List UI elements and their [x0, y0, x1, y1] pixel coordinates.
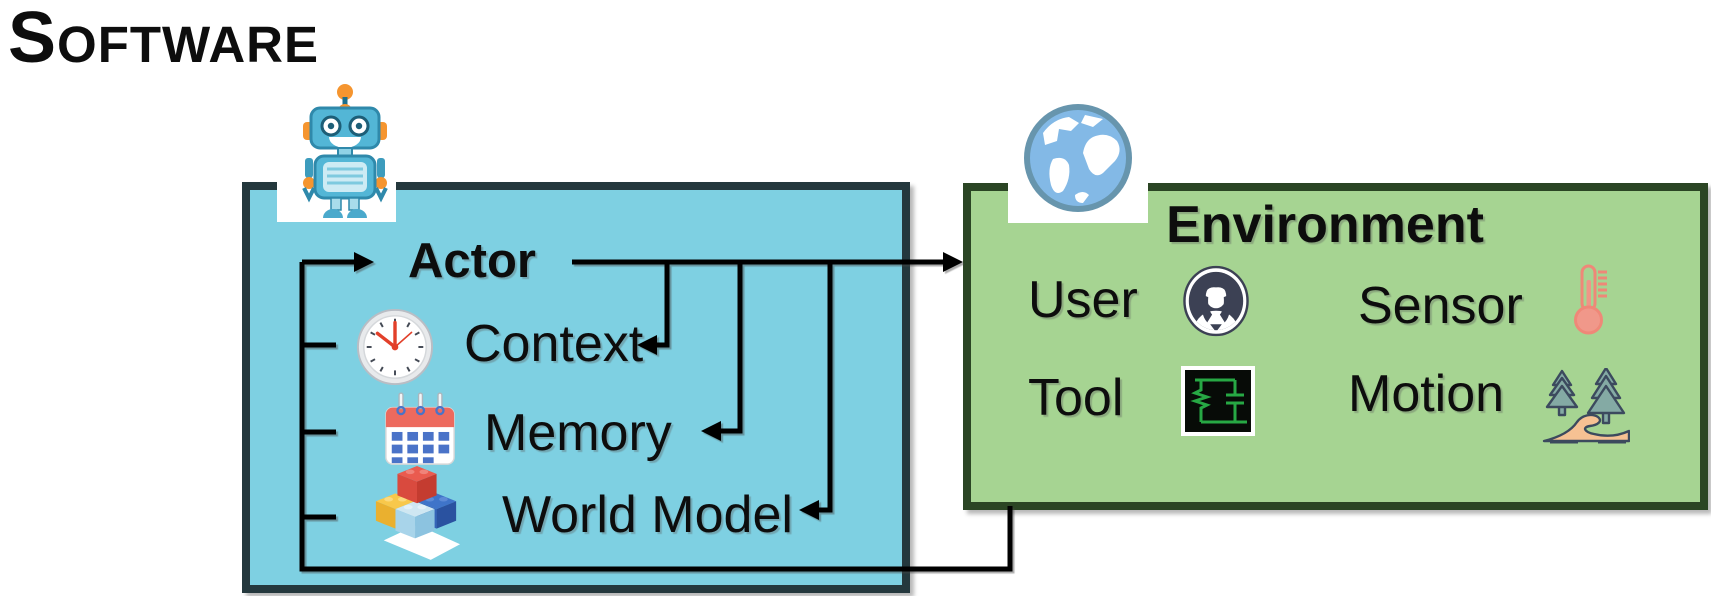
motion-label: Motion: [1348, 365, 1505, 423]
thermometer-icon: [1574, 264, 1607, 335]
arrowhead-environment: [943, 252, 963, 272]
calendar-icon: [385, 392, 455, 465]
user-avatar-icon: [1183, 265, 1249, 337]
world-model-label: World Model: [502, 486, 793, 544]
globe-icon: [1024, 104, 1132, 212]
page-title-initial: S: [8, 0, 58, 78]
tool-label: Tool: [1028, 369, 1124, 427]
robot-icon: [302, 84, 388, 218]
page-title-rest: OFTWARE: [57, 16, 320, 73]
sensor-label: Sensor: [1358, 277, 1523, 335]
context-label: Context: [464, 315, 644, 373]
user-label: User: [1028, 271, 1138, 329]
circuit-icon: [1181, 366, 1255, 436]
environment-box: [963, 183, 1708, 510]
memory-label: Memory: [484, 404, 672, 462]
clock-icon: [356, 308, 434, 386]
page-title: SOFTWARE: [8, 2, 319, 74]
actor-label: Actor: [408, 234, 536, 288]
trail-trees-icon: [1542, 368, 1630, 444]
environment-title: Environment: [1166, 196, 1484, 254]
lego-blocks-icon: [375, 466, 461, 560]
